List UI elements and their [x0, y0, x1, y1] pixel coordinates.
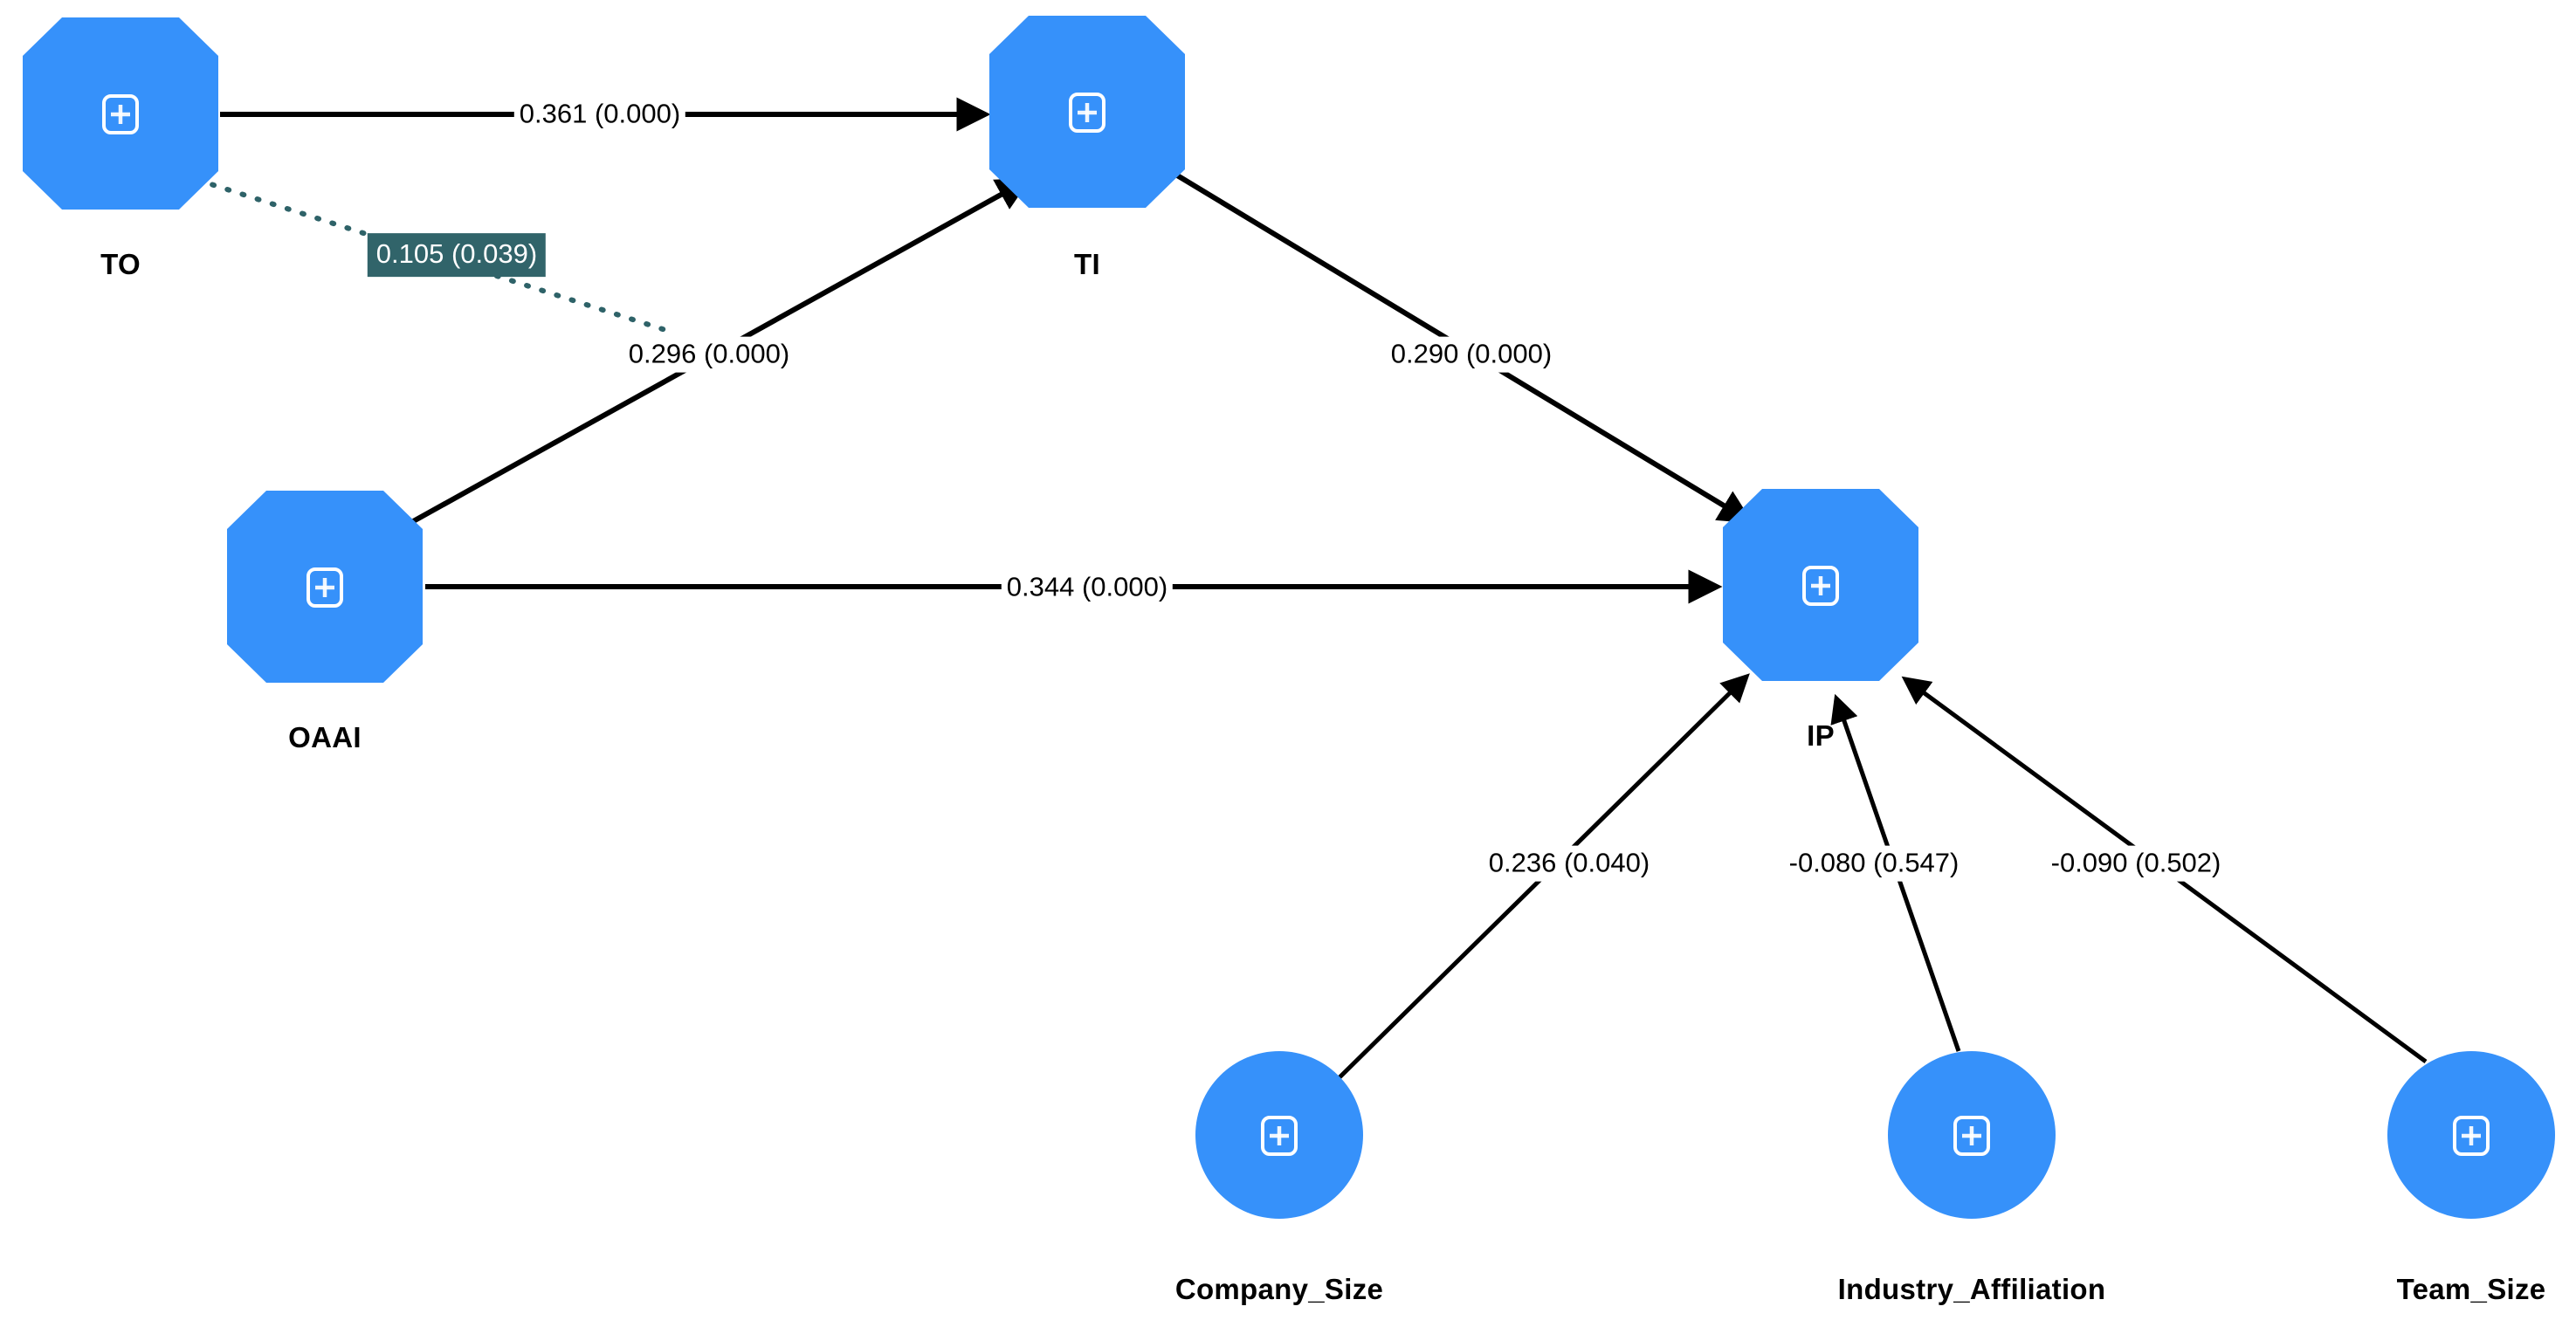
- edge-label-teamsize-ip: -0.090 (0.502): [2045, 845, 2227, 882]
- node-to[interactable]: [23, 17, 218, 210]
- edge-label-industryaffiliation-ip: -0.080 (0.547): [1783, 845, 1965, 882]
- node-company-size[interactable]: [1195, 1051, 1363, 1219]
- expand-plus-icon: [2453, 1116, 2490, 1156]
- expand-plus-icon: [102, 94, 139, 134]
- node-label-company-size: Company_Size: [1174, 1273, 1384, 1305]
- edge-label-to-ti: 0.361 (0.000): [513, 96, 686, 133]
- node-label-team-size: Team_Size: [2396, 1273, 2546, 1305]
- edge-label-oaai-ti: 0.296 (0.000): [623, 336, 796, 373]
- node-ip[interactable]: [1723, 489, 1918, 681]
- node-label-industry-affiliation: Industry_Affiliation: [1837, 1273, 2106, 1305]
- node-label-ip: IP: [1807, 719, 1835, 752]
- expand-plus-icon: [1261, 1116, 1298, 1156]
- node-label-to: TO: [100, 248, 141, 280]
- expand-plus-icon: [1802, 566, 1839, 606]
- edge-to-moderation: [195, 177, 668, 333]
- node-industry-affiliation[interactable]: [1888, 1051, 2056, 1219]
- edge-label-to-moderation[interactable]: 0.105 (0.039): [367, 233, 547, 277]
- expand-plus-icon: [1953, 1116, 1990, 1156]
- edge-label-companysize-ip: 0.236 (0.040): [1483, 845, 1656, 882]
- expand-plus-icon: [307, 567, 343, 608]
- node-team-size[interactable]: [2387, 1051, 2555, 1219]
- edge-label-oaai-ip: 0.344 (0.000): [1001, 569, 1174, 606]
- expand-plus-icon: [1069, 93, 1105, 133]
- node-ti[interactable]: [989, 16, 1185, 208]
- node-oaai[interactable]: [227, 491, 423, 683]
- node-label-oaai: OAAI: [288, 721, 362, 753]
- edge-label-ti-ip: 0.290 (0.000): [1385, 336, 1558, 373]
- node-label-ti: TI: [1074, 248, 1100, 280]
